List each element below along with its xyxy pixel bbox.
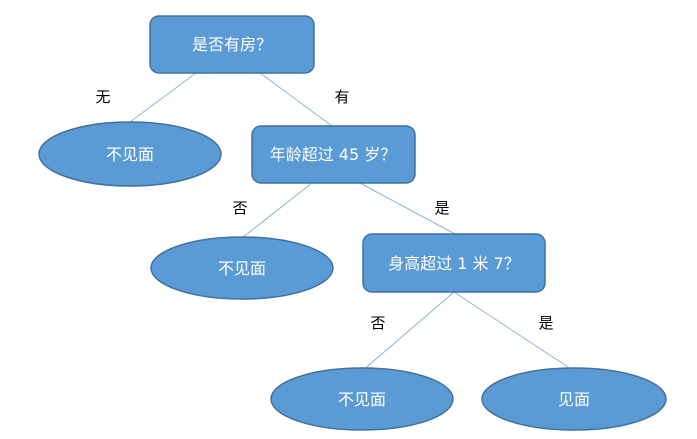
- leaf-ellipse: [38, 121, 222, 187]
- edge-height-to-leaf4: [453, 291, 575, 372]
- decision-node-age: 年龄超过 45 岁？: [251, 125, 416, 184]
- leaf-label: 不见面: [218, 259, 266, 278]
- leaf-label: 不见面: [106, 145, 154, 164]
- decision-box: [251, 125, 416, 184]
- decision-label: 身高超过 1 米 7？: [388, 254, 520, 273]
- leaf-node-age-no: 不见面: [150, 236, 334, 300]
- edge-height-to-leaf3: [361, 291, 455, 372]
- decision-node-height: 身高超过 1 米 7？: [362, 233, 546, 293]
- decision-node-root: 是否有房？: [149, 15, 315, 74]
- decision-box: [362, 233, 546, 293]
- edge-label-age-yes: 是: [434, 199, 449, 217]
- edge-label-height-yes: 是: [538, 314, 553, 332]
- leaf-node-height-yes: 见面: [481, 367, 667, 431]
- edge-label-age-no: 否: [232, 199, 247, 217]
- edge-age-to-leaf2: [241, 182, 313, 239]
- leaf-label: 不见面: [338, 390, 386, 409]
- decision-label: 年龄超过 45 岁？: [270, 145, 397, 164]
- edge-label-root-no: 无: [95, 88, 110, 106]
- leaf-label: 见面: [558, 390, 590, 409]
- edge-label-root-yes: 有: [334, 88, 349, 106]
- edge-root-to-age: [259, 72, 333, 127]
- leaf-node-no-house: 不见面: [38, 121, 222, 187]
- edge-age-to-height: [359, 182, 456, 235]
- leaf-node-height-no: 不见面: [270, 367, 454, 431]
- leaf-ellipse: [270, 367, 454, 431]
- decision-box: [149, 15, 315, 74]
- decision-label: 是否有房？: [192, 35, 272, 54]
- edge-label-height-no: 否: [370, 314, 385, 332]
- leaf-ellipse: [150, 236, 334, 300]
- leaf-ellipse: [481, 367, 667, 431]
- edge-root-to-leaf1: [129, 72, 197, 123]
